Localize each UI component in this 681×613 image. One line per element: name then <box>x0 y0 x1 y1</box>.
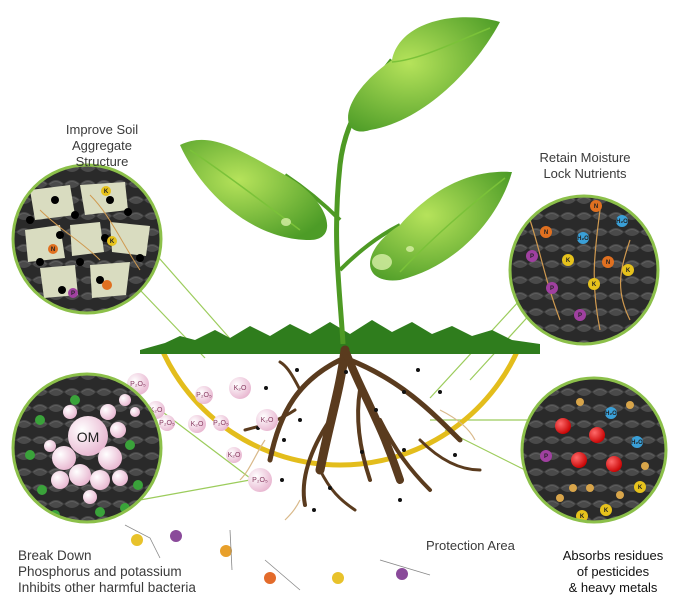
improve-soil-line-1: Improve Soil <box>65 122 139 137</box>
k-token: K <box>566 258 571 264</box>
p-token: P <box>530 254 534 260</box>
improve-soil-label: Improve Soil Aggregate Structure <box>50 122 154 170</box>
fine-roots <box>239 409 476 521</box>
soil-aggregate-circle: K N K P <box>11 163 163 315</box>
soil-particles <box>256 368 457 512</box>
p2o5-label: P₂O₅ <box>159 420 175 427</box>
k-token: K <box>104 189 109 195</box>
break-down-label: Break Down Phosphorus and potassium Inhi… <box>18 548 196 596</box>
k-token: K <box>580 514 585 520</box>
p-token: P <box>71 291 75 297</box>
k-token: K <box>638 485 643 491</box>
h2o-token: H₂O <box>605 411 617 417</box>
roots <box>243 345 482 512</box>
p-token: P <box>544 454 548 460</box>
h2o-token: H₂O <box>631 440 643 446</box>
moisture-nutrients-circle: N N H₂O H₂O P K N K P K P <box>508 194 660 346</box>
om-token: OM <box>77 429 100 445</box>
grass <box>140 320 540 354</box>
k2o-label: K₂O <box>234 385 247 392</box>
improve-soil-line-2: Aggregate Structure <box>72 138 132 169</box>
p-token: P <box>550 286 554 292</box>
retain-moisture-line-1: Retain Moisture <box>539 150 631 165</box>
p2o5-label: P₂O₅ <box>213 420 229 427</box>
retain-moisture-line-2: Lock Nutrients <box>543 166 627 181</box>
leaves <box>180 17 512 281</box>
k-token: K <box>110 239 115 245</box>
absorbs-line-2: of pesticides <box>576 564 650 579</box>
p2o5-label: P₂O₅ <box>196 392 212 399</box>
p-token: P <box>578 313 582 319</box>
absorbs-residues-label: Absorbs residues of pesticides & heavy m… <box>553 548 673 596</box>
absorbs-residues-circle: H₂O H₂O P K K K <box>520 376 668 524</box>
break-down-line-1: Break Down <box>18 548 92 563</box>
n-token: N <box>606 260 610 266</box>
break-down-line-2: Phosphorus and potassium <box>18 564 182 579</box>
h2o-token: H₂O <box>577 236 589 242</box>
h2o-token: H₂O <box>616 219 628 225</box>
organic-matter-circle: OM <box>11 372 163 524</box>
n-token: N <box>544 230 548 236</box>
break-down-line-3: Inhibits other harmful bacteria <box>18 580 196 595</box>
k-token: K <box>626 268 631 274</box>
absorbs-line-3: & heavy metals <box>568 580 658 595</box>
n-token: N <box>594 204 598 210</box>
k2o-label: K₂O <box>191 421 204 428</box>
k-token: K <box>592 282 597 288</box>
k-token: K <box>604 508 609 514</box>
p2o5-label: P₂O₅ <box>130 381 146 388</box>
p2o5-label: P₂O₅ <box>252 477 268 484</box>
absorbs-line-1: Absorbs residues <box>562 548 664 563</box>
k2o-label: K₂O <box>261 417 274 424</box>
protection-area-arc <box>157 344 523 468</box>
k2o-label: K₂O <box>228 452 241 459</box>
retain-moisture-label: Retain Moisture Lock Nutrients <box>530 150 640 182</box>
k2o-label: K₂O <box>150 407 163 414</box>
nutrient-bubbles: P₂O₅ K₂O P₂O₅ K₂O P₂O₅ P₂O₅ K₂O K₂O K₂O … <box>127 373 278 492</box>
n-token: N <box>51 247 55 253</box>
bacteria-bottom <box>124 524 431 591</box>
protection-area-label: Protection Area <box>426 538 515 553</box>
